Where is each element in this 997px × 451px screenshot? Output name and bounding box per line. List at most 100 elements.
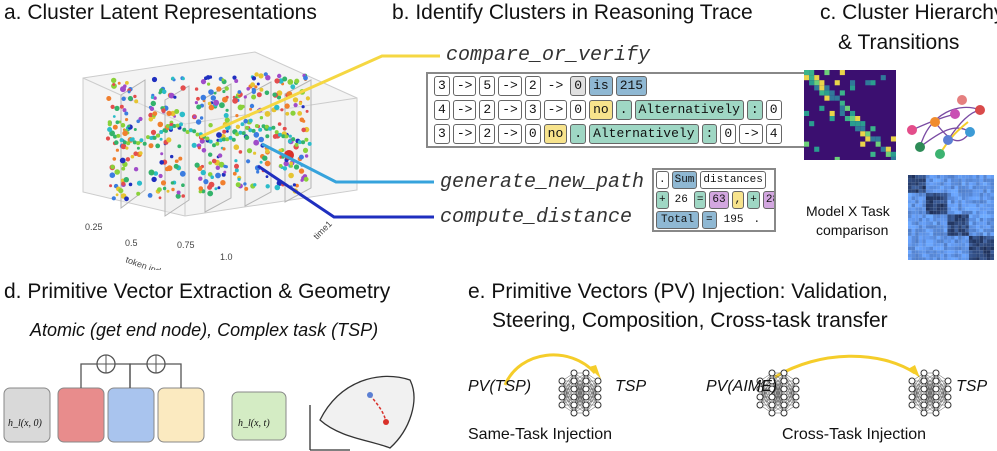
scatter-point — [136, 180, 143, 186]
scatter-point — [115, 193, 119, 197]
scatter-point — [298, 168, 305, 174]
heatmap-cell — [839, 105, 845, 111]
heatmap-cell — [824, 85, 830, 91]
heatmap-cell — [819, 105, 825, 111]
matrix-cell — [972, 207, 977, 211]
panel-c-title-line2: & Transitions — [838, 31, 960, 54]
tick-2: 0.75 — [177, 240, 195, 250]
matrix-cell — [979, 203, 984, 208]
scatter-point — [222, 129, 227, 134]
matrix-cell — [933, 225, 937, 229]
net-node — [570, 401, 578, 409]
scatter-point — [290, 110, 296, 116]
token: + — [656, 191, 669, 209]
scatter-point — [149, 136, 154, 140]
matrix-cell — [943, 210, 948, 215]
scatter-point — [195, 132, 200, 137]
net-node — [908, 401, 916, 409]
scatter-point — [228, 135, 233, 140]
net-node — [932, 409, 940, 417]
scatter-point — [198, 176, 203, 181]
matrix-cell — [933, 250, 937, 254]
matrix-cell — [918, 200, 923, 204]
scatter-point — [115, 148, 119, 152]
matrix-cell — [908, 225, 912, 229]
matrix-cell — [947, 221, 951, 226]
matrix-cell — [968, 257, 973, 260]
scatter-point — [214, 187, 218, 191]
matrix-cell — [972, 232, 977, 236]
scatter-point — [106, 96, 112, 101]
scatter-point — [208, 139, 213, 144]
matrix-cell — [933, 253, 937, 258]
heatmap-cell — [829, 110, 835, 116]
scatter-point — [178, 156, 183, 161]
scatter-point — [287, 79, 294, 85]
scatter-point — [208, 89, 214, 95]
net-node — [920, 377, 928, 385]
matrix-cell — [986, 257, 991, 260]
matrix-cell — [911, 178, 916, 183]
scatter-point — [276, 95, 282, 100]
matrix-cell — [976, 196, 980, 201]
matrix-cell — [925, 203, 930, 208]
scatter-point — [148, 143, 154, 149]
scatter-point — [283, 127, 287, 131]
matrix-cell — [976, 228, 980, 233]
matrix-cell — [929, 221, 934, 226]
scatter-point — [245, 125, 249, 130]
matrix-cell — [947, 203, 951, 208]
matrix-cell — [929, 182, 934, 186]
scatter-point — [241, 104, 245, 109]
matrix-cell — [915, 243, 919, 247]
heatmap-cell — [890, 151, 896, 157]
scatter-point — [225, 137, 230, 142]
scatter-point — [251, 94, 257, 100]
matrix-cell — [972, 253, 977, 258]
matrix-cell — [958, 239, 962, 244]
scatter-point — [110, 104, 115, 109]
scatter-point — [158, 91, 162, 95]
matrix-cell — [940, 189, 944, 193]
matrix-cell — [954, 182, 959, 186]
scatter-point — [264, 90, 270, 96]
scatter-point — [124, 111, 129, 116]
net-node — [908, 377, 916, 385]
scatter-point — [120, 86, 126, 93]
scatter-point — [288, 134, 292, 138]
matrix-cell — [922, 203, 926, 208]
net-node — [920, 385, 928, 393]
scatter-point — [177, 144, 182, 149]
scatter-point — [159, 160, 164, 165]
net-node — [944, 377, 952, 385]
matrix-cell — [965, 221, 969, 226]
matrix-cell — [943, 200, 948, 204]
matrix-cell — [915, 214, 919, 218]
matrix-cell — [943, 207, 948, 211]
matrix-cell — [958, 192, 962, 197]
scatter-point — [298, 101, 302, 106]
matrix-cell — [983, 182, 987, 186]
scatter-point — [297, 140, 302, 145]
matrix-cell — [965, 232, 969, 236]
scatter-point — [251, 76, 257, 81]
matrix-cell — [922, 207, 926, 211]
scatter-point — [168, 92, 175, 99]
heatmap-cell — [855, 126, 861, 132]
scatter-point — [248, 118, 253, 123]
matrix-cell — [983, 210, 987, 215]
matrix-cell — [976, 210, 980, 215]
matrix-cell — [976, 178, 980, 183]
matrix-cell — [947, 218, 951, 222]
matrix-cell — [972, 257, 977, 260]
matrix-cell — [965, 196, 969, 201]
matrix-cell — [961, 200, 966, 204]
token: 0 — [570, 100, 587, 120]
cluster-heatmap — [804, 70, 896, 160]
matrix-cell — [943, 178, 948, 183]
scatter-point — [175, 159, 179, 163]
matrix-cell — [922, 196, 926, 201]
matrix-cell — [979, 175, 984, 179]
matrix-cell — [915, 203, 919, 208]
heatmap-cell — [829, 95, 835, 101]
